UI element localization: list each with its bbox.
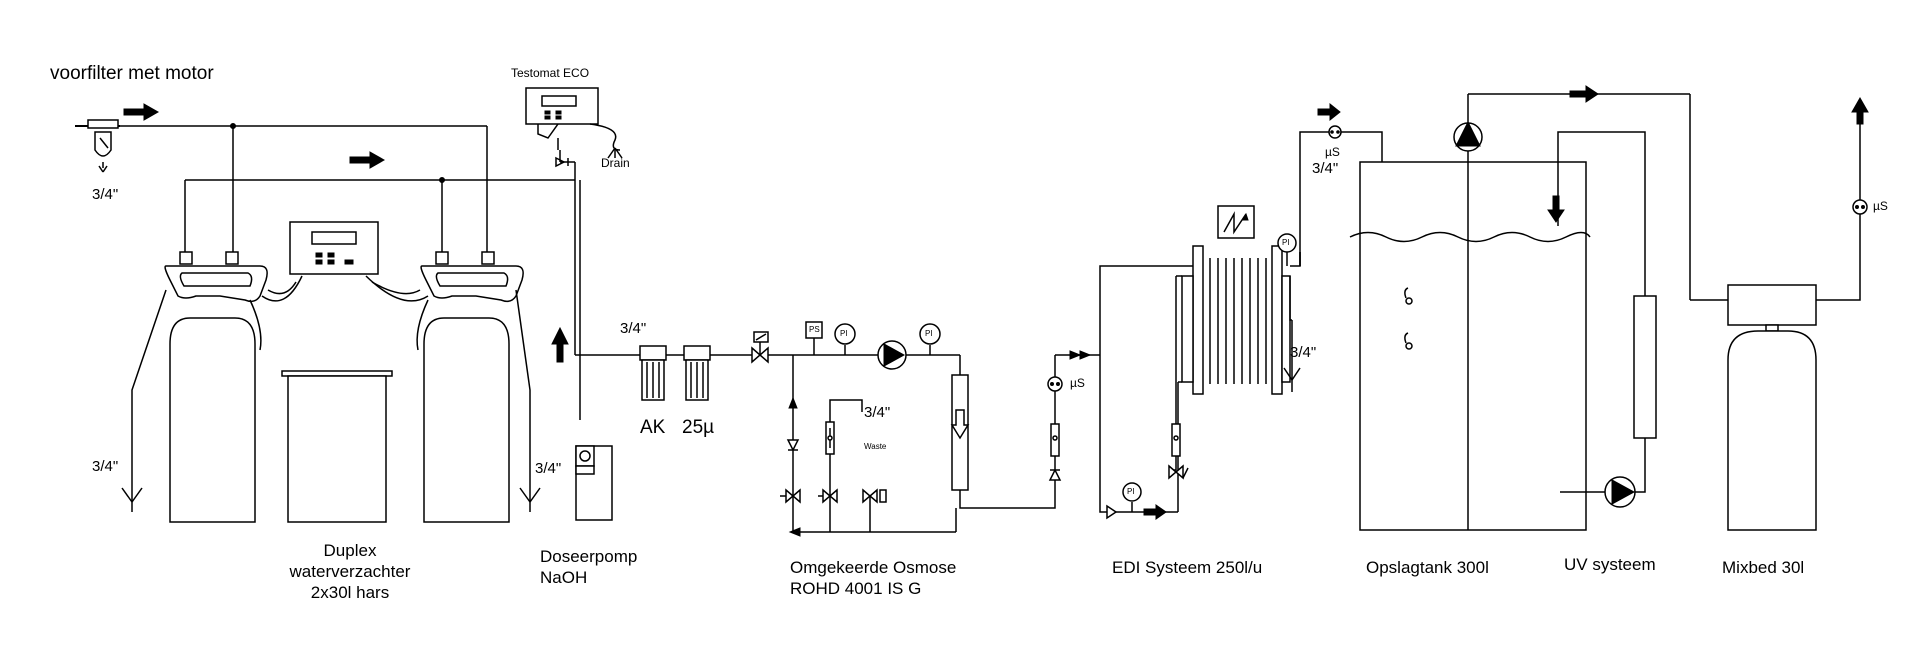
edi-pressure-gauge-bottom [1122,482,1142,512]
filter-25-micron [683,345,711,401]
caption-dosing: Doseerpomp NaOH [540,546,637,588]
ro-recirc-line [780,396,801,504]
edi-pressure-gauge-top [1277,233,1297,266]
ro-waste-valve [862,488,887,532]
recirc-arrow-top [1569,85,1599,103]
mixbed-vessel [1727,284,1817,531]
edi-conductivity-label: µS [1325,145,1340,159]
edi-drain-size-label: 3/4" [1290,344,1317,361]
ro-conductivity-label: µS [1070,376,1085,390]
return-arrow-down [1547,195,1565,223]
ro-inlet-solenoid [751,331,769,364]
riser-pipe [574,180,960,420]
uv-system [1557,131,1657,508]
ro-pressure-gauge-2 [919,323,941,355]
ro-permeate-flowmeter [1048,423,1062,481]
edi-product-arrow [1317,102,1341,122]
caption-duplex-line-3: 2x30l hars [310,583,390,602]
caption-duplex-line-1: Duplex [323,541,377,560]
softener-controller [249,221,429,351]
flow-arrow-prefilter [123,103,160,121]
mixbed-outlet-arrow [1851,96,1869,125]
softener-right [420,251,531,523]
edi-drain-funnel [1283,320,1301,392]
pressure-switch-label: PS [809,325,820,334]
flow-arrow-up [551,326,569,363]
edi-out-size-label: 3/4" [1312,160,1339,177]
caption-dosing-line-1: Doseerpomp [540,547,638,566]
filter-ak [639,345,667,401]
recirculation-pump [1453,93,1728,301]
edi-inlet-arrow [1079,350,1092,360]
caption-ro-line-2: ROHD 4001 IS G [790,579,922,598]
edi-power-supply [1217,205,1255,239]
caption-ro: Omgekeerde Osmose ROHD 4001 IS G [790,557,956,599]
ro-pressure-switch [805,321,823,355]
right-drain-size-label: 3/4" [535,460,562,477]
feed-pipe [120,123,575,252]
dosing-pump [575,445,613,521]
flow-arrow-softener [349,151,386,169]
caption-dosing-line-2: NaOH [540,568,588,587]
edi-pi-bottom-label: PI [1127,487,1135,496]
left-drain-size-label: 3/4" [92,458,119,475]
caption-mixbed: Mixbed 30l [1722,558,1805,577]
waste-label: Waste [864,442,887,451]
ro-concentrate-flowmeter [818,399,863,532]
ro-inlet-size-label: 3/4" [620,320,647,337]
prefilter-with-motor [75,119,120,173]
edi-concentrate-flowmeter [1168,423,1189,480]
prefilter-size-label: 3/4" [92,186,119,203]
pi-2-label: PI [925,329,933,338]
mixbed-outlet-line [1816,116,1868,301]
drain-label: Drain [601,156,630,170]
edi-outlet-arrow [1143,504,1167,520]
pi-1-label: PI [840,329,848,338]
testomat-eco [525,87,623,159]
caption-duplex: Duplex waterverzachter 2x30l hars [285,540,415,603]
ro-pressure-gauge-1 [834,323,856,355]
mixbed-conductivity-label: µS [1873,199,1888,213]
softener-left [131,251,268,523]
filter-ak-label: AK [640,417,666,438]
caption-ro-line-1: Omgekeerde Osmose [790,558,957,577]
waste-size-label: 3/4" [864,404,891,421]
filter-25-label: 25µ [682,417,715,438]
edi-stack [1181,245,1291,395]
edi-feed-line [1054,350,1100,480]
caption-uv: UV systeem [1564,555,1656,574]
testomat-label: Testomat ECO [511,66,590,80]
caption-edi: EDI Systeem 250l/u [1112,558,1263,577]
caption-duplex-line-2: waterverzachter [289,562,411,581]
ro-bypass-branch [788,355,957,537]
storage-tank [1349,161,1591,531]
edi-pi-top-label: PI [1282,238,1290,247]
drain-funnel-right [519,482,541,512]
testomat-sample-valve [555,150,576,180]
drain-funnel-left [121,470,143,512]
brine-tank [281,370,393,523]
prefilter-label: voorfilter met motor [50,63,214,84]
ro-membrane [950,355,1056,509]
ro-permeate-conductivity [1047,376,1063,392]
ro-high-pressure-pump [877,340,907,370]
caption-tank: Opslagtank 300l [1366,558,1489,577]
